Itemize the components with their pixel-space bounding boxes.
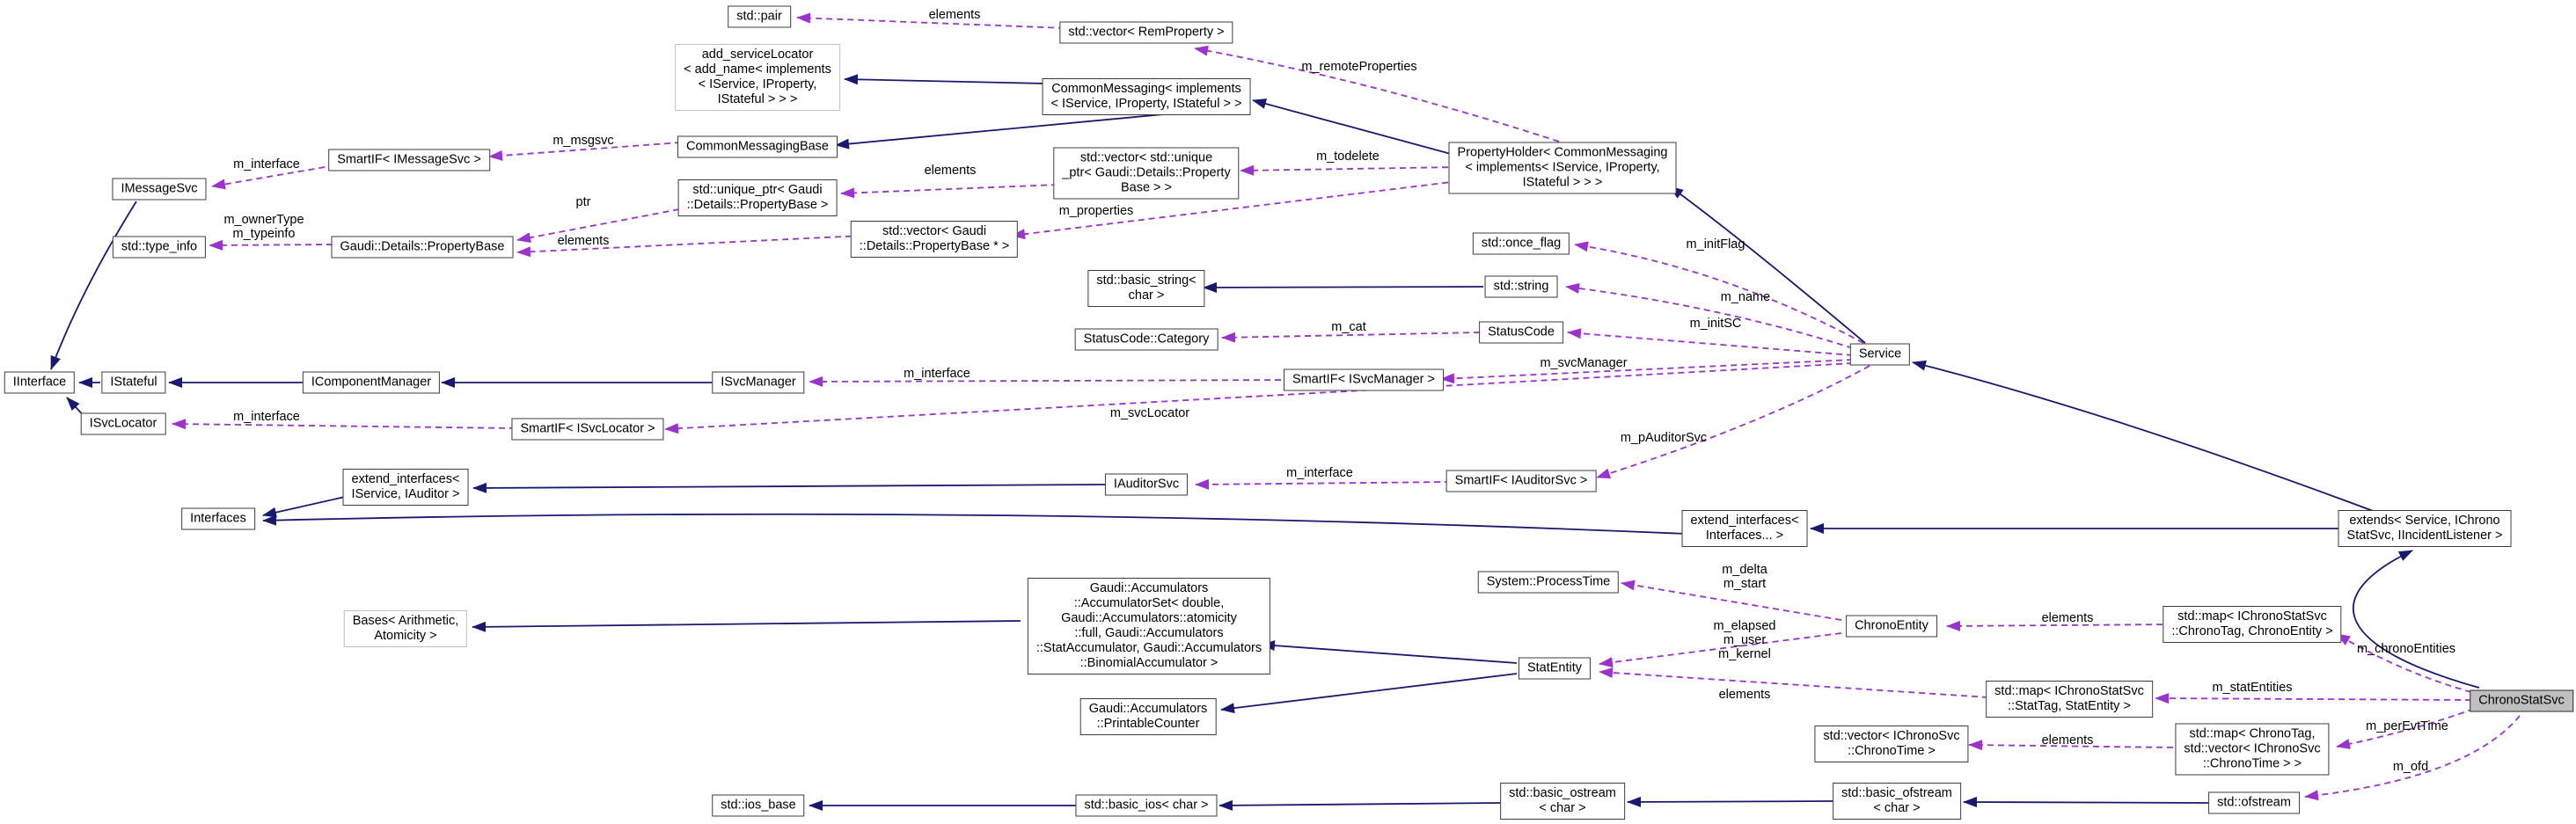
node-map-chronotag-chronoentity[interactable]: std::map< IChronoStatSvc ::ChronoTag, Ch… xyxy=(2163,606,2342,643)
node-add-servicelocator[interactable]: add_serviceLocator < add_name< implement… xyxy=(675,44,840,111)
edge-label-m-properties: m_properties xyxy=(1058,204,1134,218)
node-basic-ofstream[interactable]: std::basic_ofstream < char > xyxy=(1833,783,1961,820)
edge-label-m-statentities: m_statEntities xyxy=(2212,681,2293,695)
node-bases-arithmetic[interactable]: Bases< Arithmetic, Atomicity > xyxy=(343,610,468,647)
edge-label-m-interface-imessagesvc: m_interface xyxy=(233,157,300,171)
node-chronoentity[interactable]: ChronoEntity xyxy=(1846,615,1937,638)
edge-label-elements-chronoentity: elements xyxy=(2041,611,2094,625)
node-unique-ptr-propertybase[interactable]: std::unique_ptr< Gaudi ::Details::Proper… xyxy=(677,179,838,216)
node-isvcmanager[interactable]: ISvcManager xyxy=(712,371,805,394)
edge-label-ptr: ptr xyxy=(575,195,591,209)
node-iinterface[interactable]: IInterface xyxy=(4,371,76,394)
node-ofstream[interactable]: std::ofstream xyxy=(2208,791,2300,814)
edge-label-m-interface-isvclocator: m_interface xyxy=(233,410,300,424)
node-type-info[interactable]: std::type_info xyxy=(112,236,207,259)
node-vector-chronotime[interactable]: std::vector< IChronoSvc ::ChronoTime > xyxy=(1814,726,1969,762)
edge-label-elements-uniqueptr: elements xyxy=(924,164,977,178)
edge-label-m-name: m_name xyxy=(1720,290,1771,304)
node-smartif-imessagesvc[interactable]: SmartIF< IMessageSvc > xyxy=(328,149,490,171)
node-extends-service[interactable]: extends< Service, IChrono StatSvc, IInci… xyxy=(2338,510,2512,547)
node-statuscode-category[interactable]: StatusCode::Category xyxy=(1074,328,1218,351)
edge-label-elements-chronotime: elements xyxy=(2041,733,2094,747)
edge-label-m-svclocator: m_svcLocator xyxy=(1109,406,1190,420)
node-smartif-isvclocator[interactable]: SmartIF< ISvcLocator > xyxy=(511,418,664,441)
node-propertybase[interactable]: Gaudi::Details::PropertyBase xyxy=(331,236,514,259)
edge-label-m-pauditorsvc: m_pAuditorSvc xyxy=(1620,431,1708,445)
node-basic-string[interactable]: std::basic_string< char > xyxy=(1087,270,1205,307)
edge-label-m-perevttime: m_perEvtTime xyxy=(2366,719,2448,733)
edge-label-m-todelete: m_todelete xyxy=(1316,149,1379,164)
edge-label-m-ofd: m_ofd xyxy=(2392,760,2429,774)
node-chronostatsvc[interactable]: ChronoStatSvc xyxy=(2470,689,2573,712)
node-basic-ostream[interactable]: std::basic_ostream < char > xyxy=(1500,783,1625,820)
node-imessagesvc[interactable]: IMessageSvc xyxy=(112,178,207,201)
node-statentity[interactable]: StatEntity xyxy=(1518,657,1592,680)
node-smartif-isvcmanager[interactable]: SmartIF< ISvcManager > xyxy=(1284,368,1444,391)
node-map-chronotag-vector[interactable]: std::map< ChronoTag, std::vector< IChron… xyxy=(2175,723,2330,776)
edge-label-elements-rempair: elements xyxy=(928,8,981,22)
edge-label-m-initsc: m_initSC xyxy=(1689,317,1742,331)
node-isvclocator[interactable]: ISvcLocator xyxy=(80,412,166,435)
node-vector-propertybase-ptr[interactable]: std::vector< Gaudi ::Details::PropertyBa… xyxy=(850,221,1019,258)
edge-label-m-msgsvc: m_msgsvc xyxy=(553,134,614,148)
node-statuscode[interactable]: StatusCode xyxy=(1479,321,1563,344)
edge-label-m-initflag: m_initFlag xyxy=(1686,237,1745,252)
node-vector-remproperty[interactable]: std::vector< RemProperty > xyxy=(1059,21,1233,44)
node-accumulatorset[interactable]: Gaudi::Accumulators ::AccumulatorSet< do… xyxy=(1027,578,1271,675)
edge-label-m-remoteproperties: m_remoteProperties xyxy=(1301,60,1417,74)
node-propertyholder[interactable]: PropertyHolder< CommonMessaging < implem… xyxy=(1448,142,1677,194)
node-commonmessagingbase[interactable]: CommonMessagingBase xyxy=(677,135,838,158)
node-once-flag[interactable]: std::once_flag xyxy=(1472,232,1570,255)
edge-label-m-ownertype-m-typeinfo: m_ownerType m_typeinfo xyxy=(223,213,304,241)
node-smartif-iauditorsvc[interactable]: SmartIF< IAuditorSvc > xyxy=(1445,470,1597,492)
edge-label-m-interface-iauditorsvc: m_interface xyxy=(1286,466,1353,480)
node-std-pair[interactable]: std::pair xyxy=(728,5,791,28)
edge-label-elements-propertybase: elements xyxy=(557,234,610,248)
node-vector-unique-ptr[interactable]: std::vector< std::unique _ptr< Gaudi::De… xyxy=(1053,147,1240,200)
node-istateful[interactable]: IStateful xyxy=(101,371,166,394)
edge-label-m-delta-m-start: m_delta m_start xyxy=(1722,563,1767,591)
node-std-string[interactable]: std::string xyxy=(1484,275,1558,298)
node-interfaces[interactable]: Interfaces xyxy=(181,507,255,530)
edge-label-elements-statentity: elements xyxy=(1718,688,1771,702)
edge-label-m-chronoentities: m_chronoEntities xyxy=(2356,642,2456,656)
node-icomponentmanager[interactable]: IComponentManager xyxy=(302,371,441,394)
node-ios-base[interactable]: std::ios_base xyxy=(712,794,805,817)
edge-label-m-interface-isvcmanager: m_interface xyxy=(904,367,970,381)
edge-label-m-cat: m_cat xyxy=(1331,320,1366,334)
node-map-stattag-statentity[interactable]: std::map< IChronoStatSvc ::StatTag, Stat… xyxy=(1986,681,2153,718)
node-printablecounter[interactable]: Gaudi::Accumulators ::PrintableCounter xyxy=(1079,698,1217,735)
edge-label-m-elapsed-m-user-m-kernel: m_elapsed m_user m_kernel xyxy=(1713,619,1776,661)
edge-label-m-svcmanager: m_svcManager xyxy=(1540,356,1628,370)
node-service[interactable]: Service xyxy=(1849,343,1911,366)
node-commonmessaging[interactable]: CommonMessaging< implements < IService, … xyxy=(1042,78,1251,115)
node-extend-interfaces-iservice-iauditor[interactable]: extend_interfaces< IService, IAuditor > xyxy=(342,469,469,506)
node-system-processtime[interactable]: System::ProcessTime xyxy=(1477,571,1620,594)
node-iauditorsvc[interactable]: IAuditorSvc xyxy=(1104,473,1189,496)
node-basic-ios[interactable]: std::basic_ios< char > xyxy=(1075,794,1218,817)
node-extend-interfaces-variadic[interactable]: extend_interfaces< Interfaces... > xyxy=(1681,510,1808,547)
